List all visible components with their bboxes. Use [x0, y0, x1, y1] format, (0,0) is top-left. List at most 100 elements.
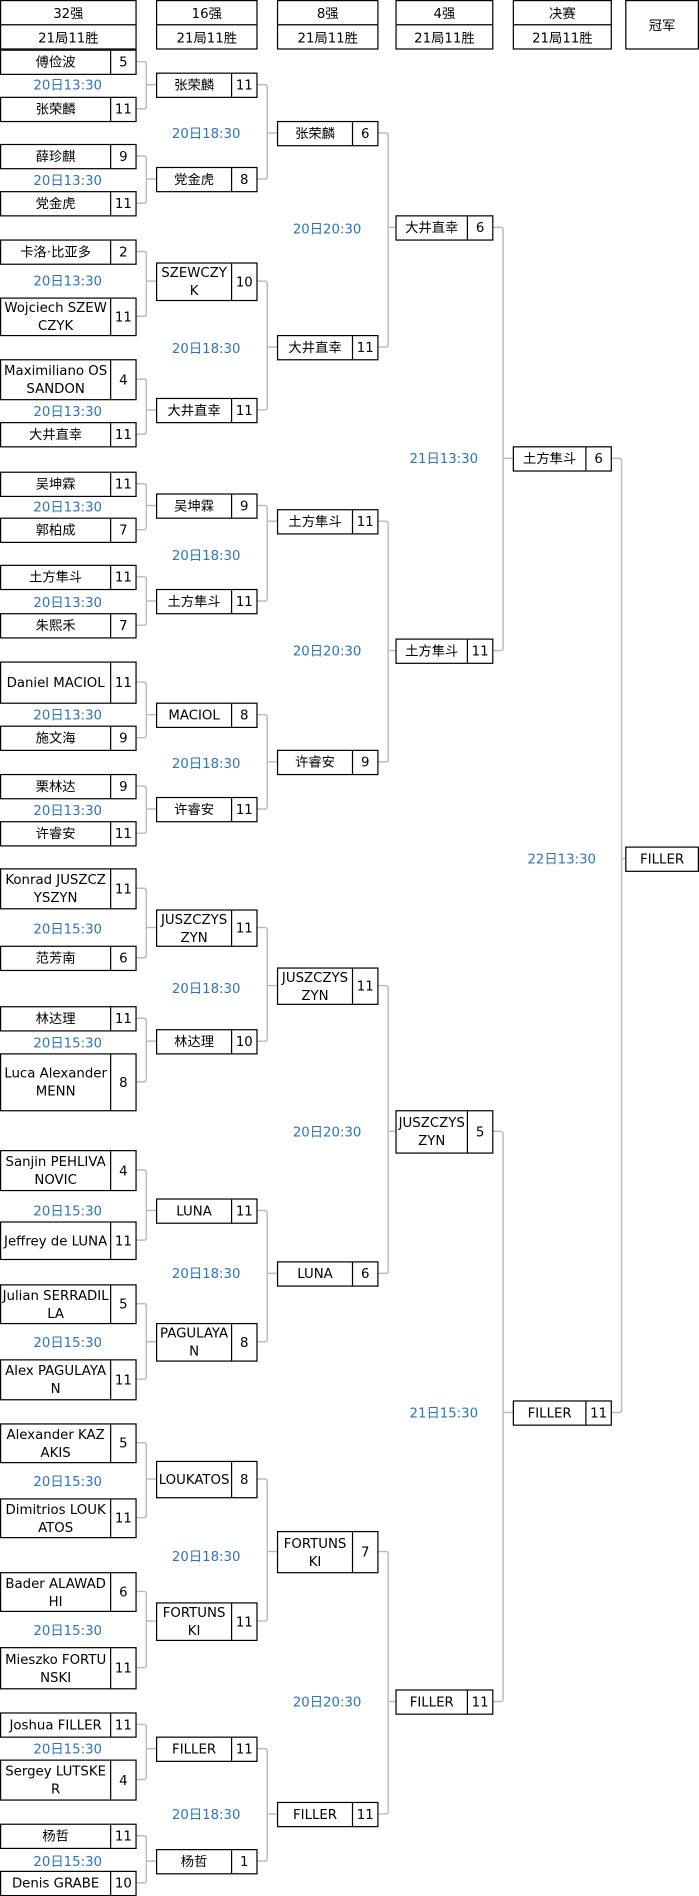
player-score: 9 — [351, 750, 377, 774]
connector-line — [136, 155, 148, 204]
connector-line — [136, 1302, 148, 1380]
player-score: 11 — [351, 336, 377, 360]
match-time: 20日15:30 — [33, 1741, 103, 1758]
connector-line — [378, 132, 389, 348]
round-header: 4强 — [395, 0, 494, 26]
player-name: 土方隼斗 — [29, 569, 83, 586]
player-name: Sergey LUTSKER — [5, 1763, 107, 1798]
match-time: 20日13:30 — [33, 172, 103, 189]
player-score: 10 — [230, 263, 256, 300]
player-score: 7 — [110, 518, 135, 542]
player-score: 11 — [110, 298, 135, 335]
player-score: 2 — [110, 240, 135, 264]
player-name: 党金虎 — [35, 195, 76, 212]
player-name: LOUKATOS — [158, 1471, 230, 1488]
player-score: 4 — [110, 1760, 135, 1800]
player-name: Sanjin PEHLIVANOVIC — [5, 1153, 106, 1188]
player-score: 11 — [110, 1713, 135, 1737]
player-name: FORTUNSKI — [162, 1604, 226, 1639]
player-name: 施文海 — [35, 730, 76, 747]
connector-line — [611, 457, 623, 1414]
connector-line — [136, 576, 148, 626]
player-score: 7 — [110, 614, 135, 638]
player-name: JUSZCZYSZYN — [160, 911, 228, 946]
match-time: 20日18:30 — [171, 341, 241, 357]
player-score: 6 — [110, 946, 135, 970]
champion-slot[interactable]: FILLER — [625, 846, 699, 872]
player-score: 11 — [110, 1007, 135, 1031]
player-score: 6 — [351, 122, 377, 146]
match-time: 20日13:30 — [33, 802, 103, 819]
player-score: 11 — [110, 565, 135, 589]
player-score: 5 — [110, 50, 135, 74]
player-name: 许睿安 — [174, 801, 215, 818]
player-score: 9 — [230, 494, 256, 518]
connector-line — [136, 250, 148, 317]
round-format: 21局11胜 — [512, 24, 612, 50]
player-slot[interactable]: 土方隼斗 11 — [0, 564, 137, 591]
connector-line — [136, 482, 148, 531]
